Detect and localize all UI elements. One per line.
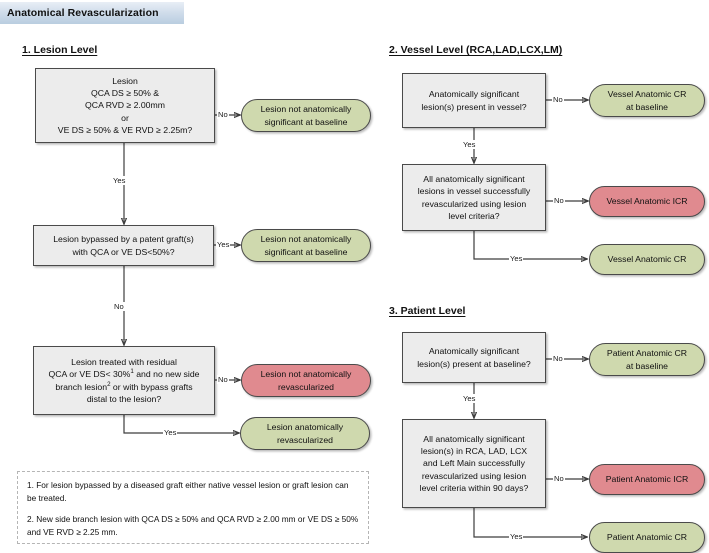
lesion-decision-3-line3b: or with bypass grafts xyxy=(110,381,193,392)
lesion-decision-3-line1: Lesion treated with residual xyxy=(71,356,177,367)
lesion-edge-label-yes-2: Yes xyxy=(216,240,231,249)
lesion-decision-1[interactable]: Lesion QCA DS ≥ 50% & QCA RVD ≥ 2.00mm o… xyxy=(35,68,215,143)
patient-outcome-icr[interactable]: Patient Anatomic ICR xyxy=(589,464,705,495)
vessel-edge-label-yes-2: Yes xyxy=(509,254,524,263)
footnote-1: 1. For lesion bypassed by a diseased gra… xyxy=(27,480,349,503)
lesion-outcome-not-significant-1[interactable]: Lesion not anatomically significant at b… xyxy=(241,99,371,132)
patient-edge-label-no-2: No xyxy=(553,474,565,483)
patient-decision-2-line2: lesion(s) in RCA, LAD, LCX xyxy=(420,446,528,457)
vessel-outcome-2-line1: Vessel Anatomic ICR xyxy=(606,196,688,207)
lesion-decision-3[interactable]: Lesion treated with residual QCA or VE D… xyxy=(33,346,215,415)
patient-outcome-cr-baseline[interactable]: Patient Anatomic CR at baseline xyxy=(589,343,705,376)
vessel-outcome-1-line2: at baseline xyxy=(625,101,669,112)
patient-decision-2[interactable]: All anatomically significant lesion(s) i… xyxy=(402,419,546,508)
vessel-decision-2-line2: lesions in vessel successfully xyxy=(417,186,531,197)
patient-outcome-cr[interactable]: Patient Anatomic CR xyxy=(589,522,705,553)
footnote-ref-2: 2 xyxy=(107,380,111,388)
section-header-lesion-level: 1. Lesion Level xyxy=(22,44,98,56)
patient-decision-1-line1: Anatomically significant xyxy=(428,346,520,357)
vessel-decision-2[interactable]: All anatomically significant lesions in … xyxy=(402,164,546,231)
patient-decision-2-line3: and Left Main successfully xyxy=(423,458,525,469)
patient-decision-2-line1: All anatomically significant xyxy=(423,433,525,444)
lesion-outcome-1-line2: significant at baseline xyxy=(264,116,348,127)
vessel-decision-2-line1: All anatomically significant xyxy=(423,173,525,184)
footnote-2: 2. New side branch lesion with QCA DS ≥ … xyxy=(27,514,359,537)
lesion-edge-label-no-3: No xyxy=(217,375,229,384)
lesion-outcome-1-line1: Lesion not anatomically xyxy=(260,104,352,115)
vessel-outcome-1-line1: Vessel Anatomic CR xyxy=(607,89,687,100)
lesion-outcome-not-revascularized[interactable]: Lesion not anatomically revascularized xyxy=(241,364,371,397)
vessel-decision-2-line3: revascularized using lesion xyxy=(421,198,527,209)
patient-outcome-2-line1: Patient Anatomic ICR xyxy=(605,474,689,485)
lesion-decision-2[interactable]: Lesion bypassed by a patent graft(s) wit… xyxy=(33,225,214,266)
patient-decision-1-line2: lesion(s) present at baseline? xyxy=(417,358,531,369)
patient-edge-label-yes-1: Yes xyxy=(462,394,477,403)
lesion-decision-2-line2: with QCA or VE DS<50%? xyxy=(72,246,175,257)
footnote-box: 1. For lesion bypassed by a diseased gra… xyxy=(17,471,369,544)
vessel-edge-label-yes-1: Yes xyxy=(462,140,477,149)
lesion-outcome-4-line1: Lesion anatomically xyxy=(266,422,344,433)
lesion-decision-3-line2a: QCA or VE DS< 30% xyxy=(48,369,131,380)
section-header-vessel-level: 2. Vessel Level (RCA,LAD,LCX,LM) xyxy=(389,44,563,56)
lesion-outcome-not-significant-2[interactable]: Lesion not anatomically significant at b… xyxy=(241,229,371,262)
footnote-ref-1: 1 xyxy=(130,368,134,376)
lesion-decision-1-line4: or xyxy=(121,112,129,123)
lesion-edge-label-yes-1: Yes xyxy=(112,176,127,185)
patient-outcome-3-line1: Patient Anatomic CR xyxy=(606,532,688,543)
vessel-decision-1-line2: lesion(s) present in vessel? xyxy=(421,101,527,112)
vessel-decision-1-line1: Anatomically significant xyxy=(428,89,520,100)
lesion-outcome-3-line2: revascularized xyxy=(277,381,334,392)
lesion-decision-3-line4: distal to the lesion? xyxy=(86,393,162,404)
lesion-decision-1-line5: VE DS ≥ 50% & VE RVD ≥ 2.25m? xyxy=(57,124,193,135)
page-title-banner: Anatomical Revascularization xyxy=(0,2,184,24)
patient-outcome-1-line2: at baseline xyxy=(625,360,669,371)
vessel-decision-2-line4: level criteria? xyxy=(448,210,500,221)
vessel-outcome-3-line1: Vessel Anatomic CR xyxy=(607,254,687,265)
patient-edge-label-no-1: No xyxy=(552,354,564,363)
vessel-outcome-cr[interactable]: Vessel Anatomic CR xyxy=(589,244,705,275)
vessel-edge-label-no-2: No xyxy=(553,196,565,205)
patient-outcome-1-line1: Patient Anatomic CR xyxy=(606,348,688,359)
vessel-outcome-cr-baseline[interactable]: Vessel Anatomic CR at baseline xyxy=(589,84,705,117)
page-title: Anatomical Revascularization xyxy=(7,7,159,19)
lesion-edge-label-no-1: No xyxy=(217,110,229,119)
patient-decision-1[interactable]: Anatomically significant lesion(s) prese… xyxy=(402,332,546,383)
lesion-outcome-4-line2: revascularized xyxy=(276,434,333,445)
lesion-edge-label-no-2: No xyxy=(113,302,125,311)
lesion-outcome-2-line1: Lesion not anatomically xyxy=(260,234,352,245)
lesion-outcome-revascularized[interactable]: Lesion anatomically revascularized xyxy=(240,417,370,450)
lesion-outcome-2-line2: significant at baseline xyxy=(264,246,348,257)
vessel-edge-label-no-1: No xyxy=(552,95,564,104)
lesion-decision-3-line2: QCA or VE DS< 30%1 and no new side xyxy=(38,368,210,380)
lesion-decision-3-line3: branch lesion2 or with bypass grafts xyxy=(38,381,210,393)
section-header-patient-level: 3. Patient Level xyxy=(389,305,466,317)
lesion-outcome-3-line1: Lesion not anatomically xyxy=(260,369,352,380)
vessel-decision-1[interactable]: Anatomically significant lesion(s) prese… xyxy=(402,73,546,128)
lesion-decision-2-line1: Lesion bypassed by a patent graft(s) xyxy=(53,234,194,245)
patient-edge-label-yes-2: Yes xyxy=(509,532,524,541)
lesion-decision-3-line2b: and no new side xyxy=(133,369,200,380)
patient-decision-2-line4: revascularized using lesion xyxy=(421,470,527,481)
lesion-edge-label-yes-3: Yes xyxy=(163,428,178,437)
lesion-decision-1-line3: QCA RVD ≥ 2.00mm xyxy=(85,100,165,111)
lesion-decision-1-line1: Lesion xyxy=(112,75,138,86)
vessel-outcome-icr[interactable]: Vessel Anatomic ICR xyxy=(589,186,705,217)
patient-decision-2-line5: level criteria within 90 days? xyxy=(419,482,529,493)
lesion-decision-1-line2: QCA DS ≥ 50% & xyxy=(90,88,160,99)
lesion-decision-3-line3a: branch lesion xyxy=(55,381,108,392)
